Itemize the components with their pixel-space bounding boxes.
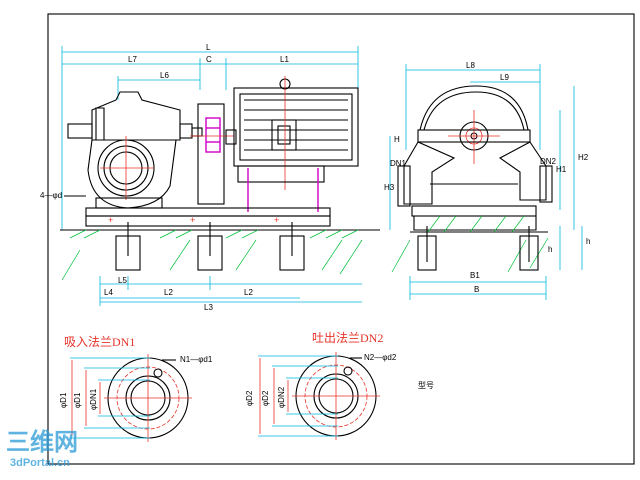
inlet-dim-1: φD1 <box>59 392 68 408</box>
dim-L4: L4 <box>104 288 113 297</box>
dim-C: C <box>206 55 212 64</box>
inlet-dim-2: φD1 <box>73 392 82 408</box>
outlet-holes-label: N2—φd2 <box>364 353 397 362</box>
dim-L9: L9 <box>500 73 509 82</box>
dim-L3: L3 <box>204 303 213 312</box>
drawing-frame <box>47 13 635 465</box>
dim-L8: L8 <box>466 61 475 70</box>
side-foundation-hatch <box>391 215 549 273</box>
outlet-dim-1: φD2 <box>245 390 254 406</box>
dim-L6: L6 <box>160 71 169 80</box>
dim-L1: L1 <box>280 55 289 64</box>
dim-H2: H2 <box>578 153 589 162</box>
bolt-label: 4—φd <box>40 191 62 200</box>
dim-DN2: DN2 <box>540 157 557 166</box>
dim-h2: h <box>586 237 590 246</box>
dim-L: L <box>206 43 211 52</box>
inlet-dim-3: φDN1 <box>89 388 98 410</box>
outlet-dim-2: φD2 <box>261 390 270 406</box>
outlet-flange: 吐出法兰DN2 φD2 φD2 φDN2 N2—φd2 <box>245 331 397 440</box>
dim-DN1: DN1 <box>390 159 407 168</box>
dim-L2b: L2 <box>244 288 253 297</box>
svg-text:+: + <box>190 215 195 225</box>
dim-L5: L5 <box>118 276 127 285</box>
svg-text:+: + <box>108 215 113 225</box>
front-view: L L7 C L1 L6 <box>40 43 380 312</box>
inlet-flange: 吸入法兰DN1 φD1 φD1 φDN1 N1—φd1 <box>59 335 213 442</box>
foundation-hatch <box>61 229 363 281</box>
svg-text:+: + <box>274 215 279 225</box>
outlet-dim-3: φDN2 <box>277 386 286 408</box>
dim-L2: L2 <box>164 288 173 297</box>
inlet-holes-label: N1—φd1 <box>180 355 213 364</box>
dim-L7: L7 <box>128 55 137 64</box>
side-view: L8 L9 <box>384 61 590 300</box>
watermark: 三维网 3dPortal.cn <box>6 428 78 469</box>
dim-H3: H3 <box>384 183 395 192</box>
outlet-flange-title: 吐出法兰DN2 <box>312 331 383 345</box>
model-label: 型号 <box>418 381 434 390</box>
inlet-flange-title: 吸入法兰DN1 <box>64 335 135 349</box>
dim-B: B <box>474 285 479 294</box>
dim-H: H <box>394 135 400 144</box>
dim-H1: H1 <box>556 165 567 174</box>
watermark-url: 3dPortal.cn <box>10 457 70 469</box>
dim-B1: B1 <box>470 271 480 280</box>
watermark-logo: 三维网 <box>6 428 78 456</box>
dim-h: h <box>548 245 552 254</box>
